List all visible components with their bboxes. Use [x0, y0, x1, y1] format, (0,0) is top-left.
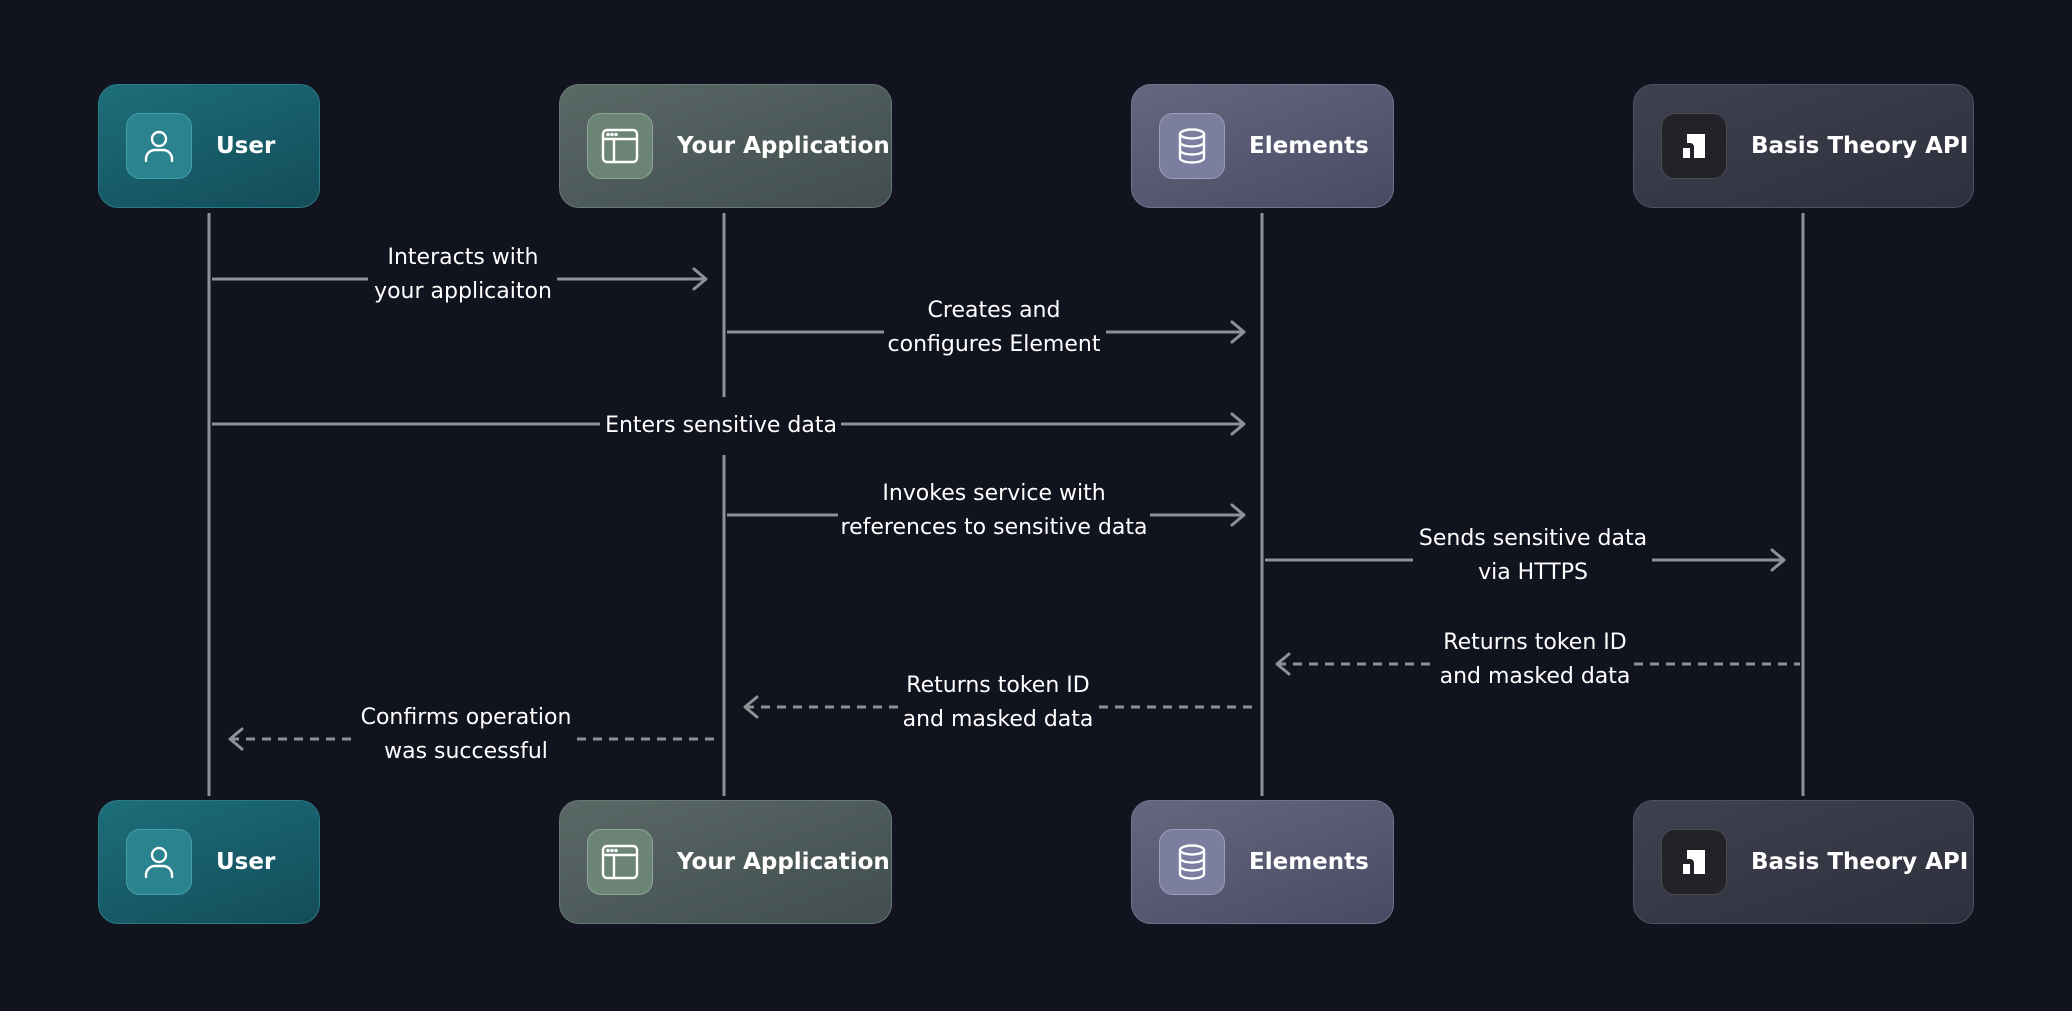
actor-app-label: Your Application [677, 133, 890, 159]
actor-elements-bottom: Elements [1131, 800, 1394, 924]
message-4: Invokes service with references to sensit… [727, 481, 1246, 540]
actor-api-label: Basis Theory API [1751, 133, 1969, 159]
arrowhead [1230, 503, 1246, 527]
actor-user-label: User [216, 849, 276, 875]
message-6: Returns token ID and masked data [1275, 630, 1800, 689]
message-label: Confirms operation was successful [361, 705, 572, 764]
arrowhead [1230, 412, 1246, 436]
message-label: Interacts with your applicaiton [374, 245, 552, 304]
actor-app-top: Your Application [559, 84, 892, 208]
arrowhead [692, 267, 708, 291]
actor-user-top: User [98, 84, 320, 208]
message-label: Returns token ID and masked data [1440, 630, 1631, 689]
user-icon [126, 829, 192, 895]
message-label-line: Returns token ID [906, 673, 1089, 698]
actor-user-label: User [216, 133, 276, 159]
message-label-line: Confirms operation [361, 705, 572, 730]
message-label-line: Sends sensitive data [1419, 526, 1647, 551]
actor-elements-top: Elements [1131, 84, 1394, 208]
actor-user-bottom: User [98, 800, 320, 924]
message-label-line: references to sensitive data [841, 515, 1148, 540]
message-label: Creates and configures Element [888, 298, 1101, 357]
actor-elements-label: Elements [1249, 849, 1369, 875]
arrowhead [1230, 320, 1246, 344]
basis-theory-logo-icon [1661, 113, 1727, 179]
message-label: Enters sensitive data [605, 413, 837, 438]
message-label: Sends sensitive data via HTTPS [1419, 526, 1647, 585]
basis-theory-logo-icon [1661, 829, 1727, 895]
message-7: Returns token ID and masked data [743, 673, 1259, 732]
message-label-line: via HTTPS [1478, 560, 1588, 585]
actor-api-top: Basis Theory API [1633, 84, 1974, 208]
database-icon [1159, 113, 1225, 179]
message-label-line: Invokes service with [882, 481, 1105, 506]
message-8: Confirms operation was successful [228, 705, 721, 764]
message-label-line: Returns token ID [1443, 630, 1626, 655]
message-label: Invokes service with references to sensit… [841, 481, 1148, 540]
message-label-line: Enters sensitive data [605, 413, 837, 438]
lifelines [207, 213, 1805, 796]
message-5: Sends sensitive data via HTTPS [1265, 526, 1786, 585]
actor-app-label: Your Application [677, 849, 890, 875]
message-label-line: configures Element [888, 332, 1101, 357]
message-label-line: Creates and [928, 298, 1061, 323]
user-icon [126, 113, 192, 179]
message-1: Interacts with your applicaiton [212, 245, 708, 304]
message-label-line: Interacts with [388, 245, 539, 270]
actor-app-bottom: Your Application [559, 800, 892, 924]
message-3: Enters sensitive data [212, 412, 1246, 438]
arrowhead [743, 695, 759, 719]
message-label-line: and masked data [903, 707, 1094, 732]
actor-api-label: Basis Theory API [1751, 849, 1969, 875]
message-label-line: was successful [384, 739, 548, 764]
message-label-line: your applicaiton [374, 279, 552, 304]
arrowhead [1275, 652, 1291, 676]
arrowhead [228, 727, 244, 751]
message-label: Returns token ID and masked data [903, 673, 1094, 732]
browser-window-icon [587, 113, 653, 179]
browser-window-icon [587, 829, 653, 895]
arrowhead [1770, 548, 1786, 572]
message-2: Creates and configures Element [727, 298, 1246, 357]
actor-api-bottom: Basis Theory API [1633, 800, 1974, 924]
database-icon [1159, 829, 1225, 895]
actor-elements-label: Elements [1249, 133, 1369, 159]
message-label-line: and masked data [1440, 664, 1631, 689]
